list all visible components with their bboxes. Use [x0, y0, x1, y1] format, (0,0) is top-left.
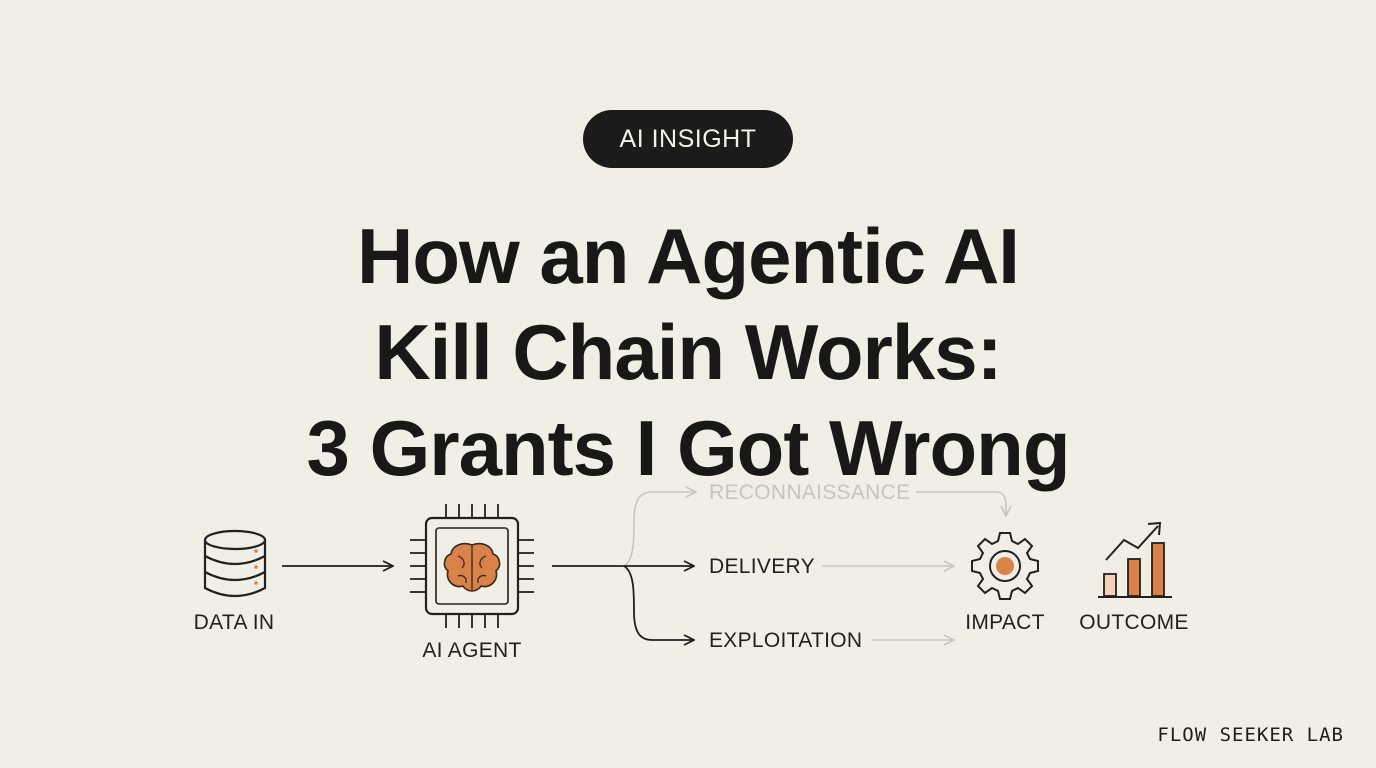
branch-lines [552, 492, 696, 640]
insight-badge: AI INSIGHT [583, 110, 793, 168]
headline-line-1: How an Agentic AI [357, 212, 1020, 300]
node-label-ai-agent: AI AGENT [422, 639, 521, 662]
branch-label-reconnaissance: RECONNAISSANCE [709, 481, 910, 504]
branch-label-exploitation: EXPLOITATION [709, 629, 862, 652]
bar-chart-growth-icon [1098, 521, 1172, 598]
headline-line-3: 3 Grants I Got Wrong [306, 404, 1071, 492]
node-label-data-in: DATA IN [194, 611, 275, 634]
branch-label-delivery: DELIVERY [709, 555, 815, 578]
database-icon [203, 529, 267, 598]
gear-icon [971, 532, 1039, 600]
insight-badge-label: AI INSIGHT [619, 124, 757, 153]
headline: How an Agentic AI Kill Chain Works: 3 Gr… [0, 208, 1376, 496]
node-label-impact: IMPACT [965, 611, 1045, 634]
brand-label: FLOW SEEKER LAB [1157, 724, 1344, 746]
headline-line-2: Kill Chain Works: [374, 308, 1002, 396]
arrow-recon-to-impact [916, 491, 1006, 516]
node-label-outcome: OUTCOME [1079, 611, 1188, 634]
chip-brain-icon [410, 504, 534, 628]
